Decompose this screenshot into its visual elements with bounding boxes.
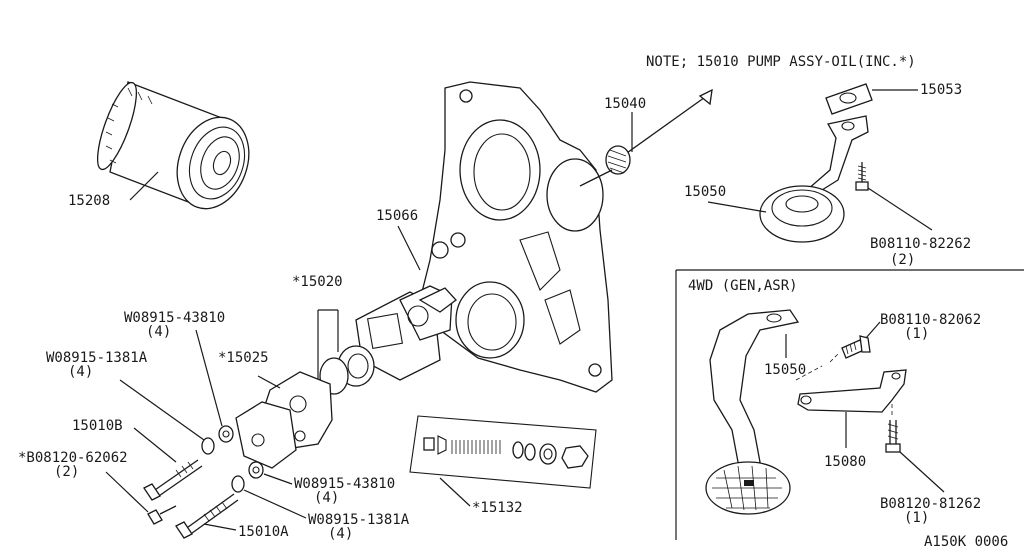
callout-15010b: 15010B xyxy=(72,418,123,434)
bolt-b08120-81262: B08120-81262 xyxy=(880,496,981,512)
inset-oil-strainer-15050[interactable] xyxy=(705,309,800,515)
pump-cover-15025[interactable] xyxy=(235,371,333,469)
strainer-gasket-15053[interactable] xyxy=(825,83,873,115)
callout-15025: *15025 xyxy=(218,350,269,366)
strainer-bracket-15080[interactable] xyxy=(797,369,907,413)
qty-w08915-1381a-top: (4) xyxy=(68,364,93,380)
oil-filter-15208[interactable] xyxy=(90,79,261,219)
callout-15010a: 15010A xyxy=(238,524,289,540)
oil-strainer-15050[interactable] xyxy=(759,115,869,243)
bolt-15010a[interactable] xyxy=(175,493,239,539)
qty-b08110-82062: (1) xyxy=(904,326,929,342)
bolt-15010b[interactable] xyxy=(143,459,203,501)
bolt-b08110-82262: B08110-82262 xyxy=(870,236,971,252)
strainer-bolt[interactable] xyxy=(855,162,869,191)
bolt-b08120-62062-label: *B08120-62062 xyxy=(18,450,128,466)
callout-15066: 15066 xyxy=(376,208,418,224)
washer-w08915-1381a-bot: W08915-1381A xyxy=(308,512,410,528)
inset-title: 4WD (GEN,ASR) xyxy=(688,278,798,294)
washer-set[interactable] xyxy=(201,425,264,493)
drawing-code: A150K 0006 xyxy=(924,534,1008,550)
qty-b08110-82262: (2) xyxy=(890,252,915,268)
washer-w08915-43810-top: W08915-43810 xyxy=(124,310,225,326)
oil-pump-gear-15040[interactable] xyxy=(579,88,713,187)
qty-b08120-62062: (2) xyxy=(54,464,79,480)
oil-pump-body-15020[interactable] xyxy=(355,285,457,381)
qty-b08120-81262: (1) xyxy=(904,510,929,526)
callout-15080: 15080 xyxy=(824,454,866,470)
callout-15132: *15132 xyxy=(472,500,523,516)
callout-15020: *15020 xyxy=(292,274,343,290)
bolt-b08110-82062: B08110-82062 xyxy=(880,312,981,328)
callout-15040: 15040 xyxy=(604,96,646,112)
bolt-b08110-82062-part[interactable] xyxy=(841,335,871,359)
inset-4wd-frame xyxy=(675,269,1024,540)
qty-w08915-43810-top: (4) xyxy=(146,324,171,340)
callout-15053: 15053 xyxy=(920,82,962,98)
bolt-b08120-62062[interactable] xyxy=(147,505,177,525)
washer-w08915-1381a-top: W08915-1381A xyxy=(46,350,148,366)
front-cover-15066[interactable] xyxy=(419,81,613,393)
callout-15050-inset: 15050 xyxy=(764,362,806,378)
qty-w08915-43810-bot: (4) xyxy=(314,490,339,506)
washer-w08915-43810-bot: W08915-43810 xyxy=(294,476,395,492)
pump-note: NOTE; 15010 PUMP ASSY-OIL(INC.*) xyxy=(646,54,916,70)
relief-valve-kit-15132[interactable] xyxy=(409,415,597,489)
bolt-b08120-81262-part[interactable] xyxy=(885,420,901,453)
callout-15208: 15208 xyxy=(68,193,110,209)
callout-15050-main: 15050 xyxy=(684,184,726,200)
qty-w08915-1381a-bot: (4) xyxy=(328,526,353,542)
